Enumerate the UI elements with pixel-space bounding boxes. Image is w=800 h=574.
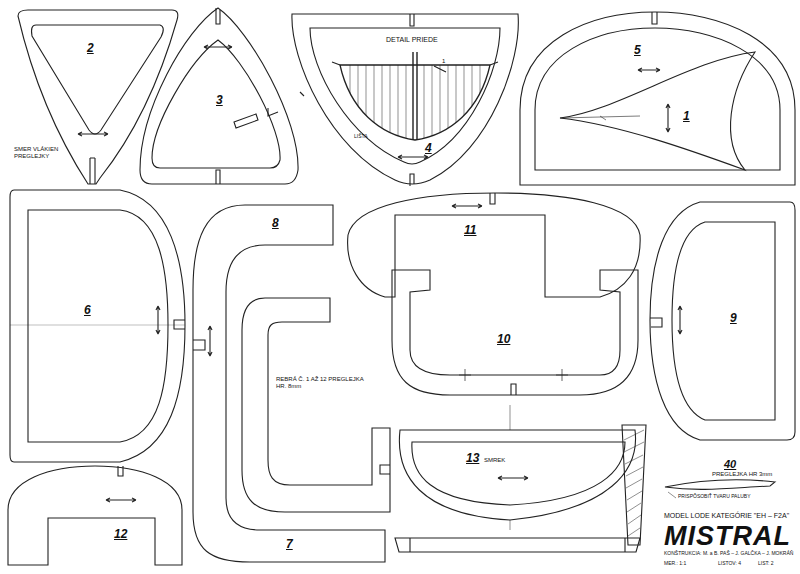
callout-number: 1 bbox=[683, 110, 690, 124]
note-text: SMER VLÁKIEN PREGLEJKY bbox=[14, 146, 70, 160]
callout-number: 2 bbox=[87, 42, 94, 56]
callout-number: 40 bbox=[724, 458, 736, 471]
callout-number: 5 bbox=[634, 44, 641, 58]
note-text: PRISPÔSOBIŤ TVARU PALUBY bbox=[678, 494, 751, 500]
callout-number: 12 bbox=[114, 528, 127, 542]
note-text: SMREK bbox=[484, 457, 505, 464]
note-text: MODEL LODE KATEGÓRIE "EH – F2A" bbox=[664, 512, 789, 520]
callout-number: 3 bbox=[216, 94, 223, 108]
drawing-title: MISTRAL bbox=[664, 523, 791, 550]
note-text: DETAIL PRIEDE bbox=[386, 36, 438, 44]
callout-number: 6 bbox=[84, 304, 91, 318]
callout-number: 13 bbox=[466, 452, 479, 466]
note-text: REBRÁ Č. 1 AŽ 12 PREGLEJKA HR. 8mm bbox=[276, 376, 364, 390]
note-text: LIST: 2 bbox=[758, 561, 774, 567]
callout-number: 7 bbox=[286, 538, 293, 552]
note-text: LISTOV: 4 bbox=[718, 561, 741, 567]
note-text: LIŠTA bbox=[354, 134, 368, 140]
note-text: KONŠTRUKCIA: M. a B. PAŠ – J. GALČKA – J… bbox=[664, 551, 793, 557]
callout-number: 10 bbox=[497, 333, 510, 347]
callout-number: 11 bbox=[464, 224, 476, 238]
callout-number: 9 bbox=[730, 312, 737, 326]
note-text: PREGLEJKA HR 3mm bbox=[712, 471, 772, 478]
note-text: MER.: 1:1 bbox=[664, 561, 686, 567]
note-text: 1 bbox=[442, 58, 445, 65]
callout-number: 8 bbox=[272, 217, 279, 231]
callout-number: 4 bbox=[425, 142, 432, 156]
